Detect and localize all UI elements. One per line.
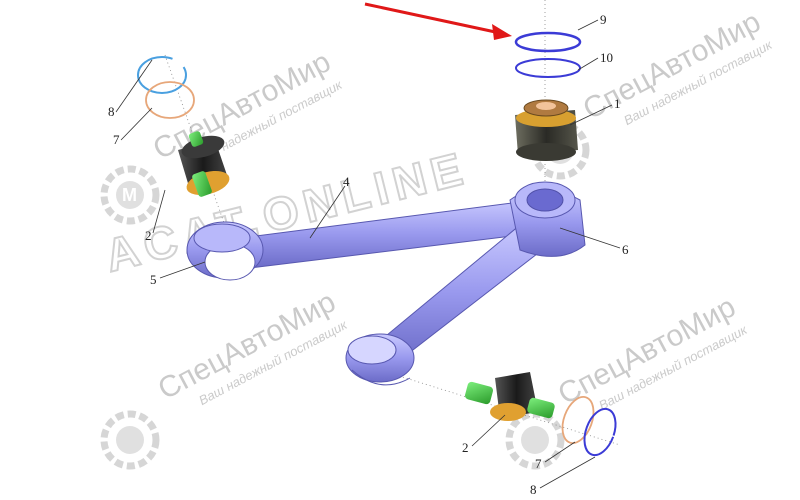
bushing-part-2-bottom — [465, 372, 555, 421]
callout-8-left: 8 — [108, 104, 115, 119]
callout-1: 1 — [614, 96, 621, 111]
bushing-part-2-left — [178, 131, 230, 197]
callout-4: 4 — [343, 174, 350, 189]
callout-2-bottom: 2 — [462, 440, 469, 455]
ring-part-8-bottom — [583, 407, 617, 457]
ring-part-7-left — [145, 81, 195, 119]
callout-2-left: 2 — [145, 228, 152, 243]
watermark-logo-top: M — [100, 165, 160, 225]
callout-8-bottom: 8 — [530, 482, 537, 497]
ring-part-9 — [514, 31, 582, 53]
ring-part-10 — [515, 58, 581, 78]
callout-labels: 9 10 1 4 6 5 2 8 7 2 7 8 — [108, 12, 629, 497]
ring-part-8-left — [137, 56, 187, 94]
bushing-part-1 — [515, 99, 578, 161]
callout-9: 9 — [600, 12, 607, 27]
axis-lines — [164, 0, 621, 446]
callout-10: 10 — [600, 50, 613, 65]
callout-7-bottom: 7 — [535, 456, 542, 471]
pointer-arrow — [364, 2, 512, 40]
watermark-logo-left-bottom — [100, 410, 160, 470]
leader-lines — [115, 19, 621, 489]
ring-part-7-bottom — [561, 396, 595, 444]
control-arm — [186, 181, 586, 386]
svg-text:M: M — [122, 185, 137, 205]
callout-6: 6 — [622, 242, 629, 257]
callout-7-left: 7 — [113, 132, 120, 147]
callout-5: 5 — [150, 272, 157, 287]
